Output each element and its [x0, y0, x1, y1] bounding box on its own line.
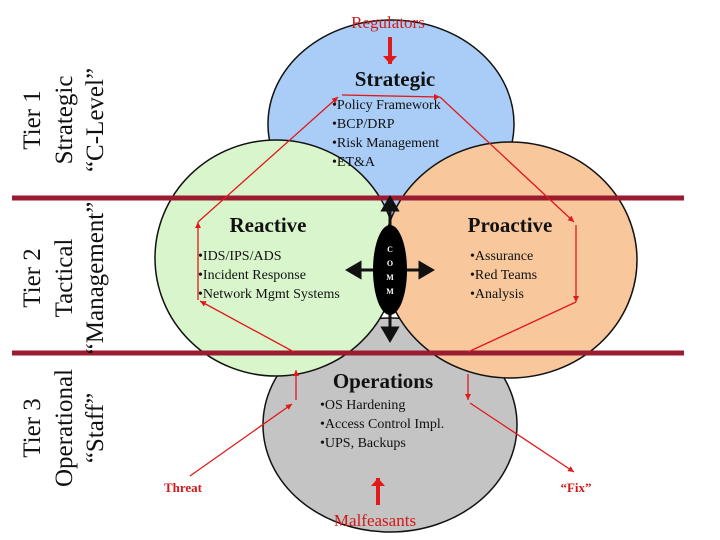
arrow-down-icon	[380, 326, 400, 343]
flow-arrow-strategic-to-proactive	[439, 96, 575, 223]
strategic-item: •ET&A	[332, 155, 376, 170]
arrow-left-icon	[345, 260, 362, 280]
regulators-label: Regulators	[351, 13, 425, 32]
strategic-item: •BCP/DRP	[332, 117, 395, 132]
comm-hub: C O M M	[345, 195, 435, 343]
proactive-item: •Analysis	[470, 287, 524, 302]
reactive-item: •Incident Response	[198, 268, 306, 283]
operations-item: •OS Hardening	[320, 398, 405, 413]
reactive-item: •IDS/IPS/ADS	[198, 249, 281, 264]
proactive-title: Proactive	[468, 213, 553, 237]
tier2-role: “Management”	[82, 202, 109, 355]
tier3-label: Tier 3	[19, 398, 46, 458]
strategic-item: •Policy Framework	[332, 98, 441, 113]
tier3-role: “Staff”	[82, 393, 109, 463]
comm-letter: M	[386, 273, 394, 282]
proactive-item: •Red Teams	[470, 268, 537, 283]
strategic-title: Strategic	[355, 67, 435, 91]
threat-label: Threat	[164, 480, 203, 495]
flow-arrow-strategic-top	[341, 93, 441, 100]
proactive-item: •Assurance	[470, 249, 533, 264]
arrow-right-icon	[418, 260, 435, 280]
flow-arrow-threat	[189, 403, 293, 477]
tier2-name: Tactical	[51, 239, 78, 318]
comm-oval	[373, 225, 407, 315]
operations-item: •UPS, Backups	[320, 436, 406, 451]
arrow-up-icon	[380, 195, 400, 212]
flow-arrow-reactive-to-strategic	[197, 96, 339, 223]
comm-letter: M	[386, 287, 394, 296]
comm-letter: C	[387, 245, 393, 254]
comm-letter: O	[387, 259, 393, 268]
tier2-label: Tier 2	[19, 248, 46, 308]
reactive-title: Reactive	[230, 213, 307, 237]
tier3-name: Operational	[51, 369, 78, 487]
strategic-item: •Risk Management	[332, 136, 439, 151]
operations-item: •Access Control Impl.	[320, 417, 444, 432]
flow-arrow-fix	[469, 402, 575, 473]
reactive-item: •Network Mgmt Systems	[198, 287, 340, 302]
flow-arrow-proactive-to-ops	[467, 301, 577, 353]
tier1-role: “C-Level”	[82, 68, 109, 172]
operations-title: Operations	[333, 369, 433, 393]
fix-label: “Fix”	[560, 480, 591, 495]
tier1-name: Strategic	[51, 76, 78, 165]
malfeasants-label: Malfeasants	[334, 511, 416, 530]
tier1-label: Tier 1	[19, 90, 46, 150]
flow-arrow-ops-to-reactive	[199, 300, 295, 353]
